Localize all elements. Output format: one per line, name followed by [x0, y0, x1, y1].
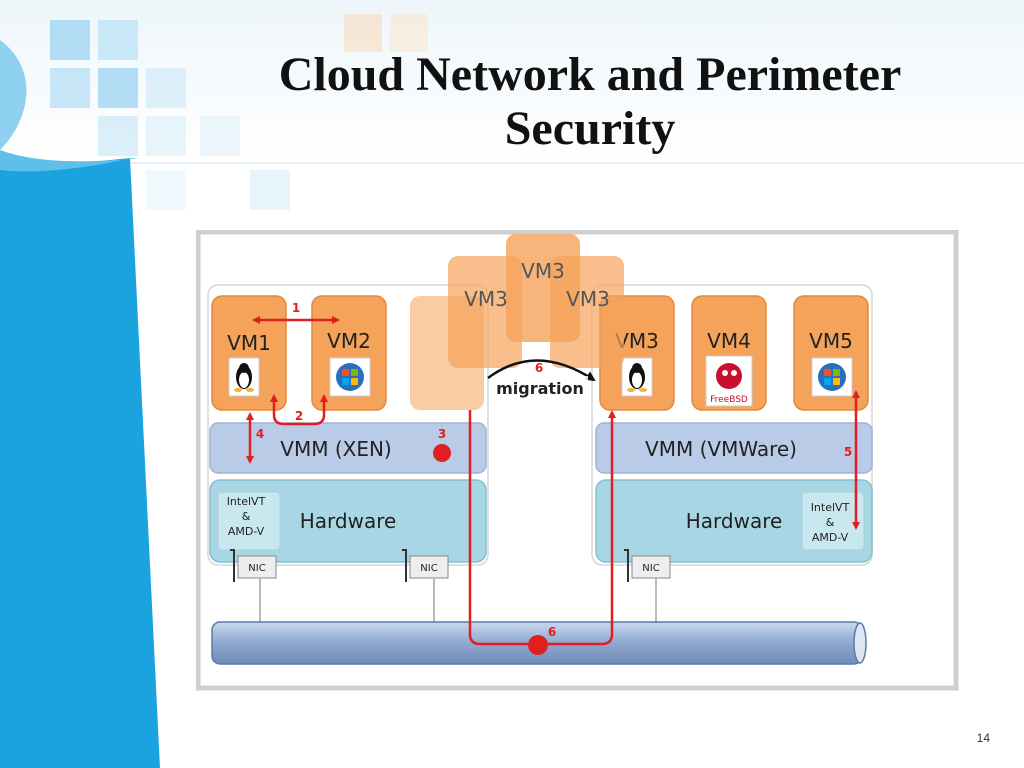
virtualization-migration-diagram: VM1 VM2: [196, 230, 959, 691]
left-nic-1: NIC: [230, 549, 277, 622]
step-6-label: 6: [535, 361, 543, 375]
step-3-label: 3: [438, 427, 446, 441]
vm4-box: VM4 FreeBSD: [691, 295, 767, 411]
vmm-vmware-label: VMM (VMWare): [645, 437, 797, 461]
vm1-label: VM1: [227, 331, 271, 355]
right-cpu-ext-line-1: IntelVT: [811, 501, 850, 514]
ghost-vm3-c: VM3: [566, 287, 610, 311]
freebsd-logo-icon: FreeBSD: [710, 363, 748, 405]
right-cpu-ext-line-2: &: [826, 516, 835, 529]
left-nic-2-label: NIC: [420, 563, 437, 574]
vm5-box: VM5: [793, 295, 869, 411]
title-line-2: Security: [504, 102, 676, 155]
vm2-box: VM2: [311, 295, 387, 411]
step-2-label: 2: [295, 409, 303, 423]
ghost-vm3-b: VM3: [521, 259, 565, 283]
step-2-arrow: 2: [270, 394, 328, 426]
vm1-box: VM1: [211, 295, 287, 411]
vm5-label: VM5: [809, 329, 853, 353]
left-nic-2: NIC: [402, 549, 449, 622]
step-3-marker: 3: [433, 427, 451, 462]
right-nic-1-label: NIC: [642, 563, 659, 574]
windows-logo-icon-right: [818, 363, 846, 391]
step-5-arrow: 5: [844, 390, 860, 530]
linux-tux-icon: [234, 363, 254, 392]
migration-label: migration: [496, 379, 584, 398]
step-1-arrow: 1: [252, 301, 340, 324]
title-line-1: Cloud Network and Perimeter: [278, 48, 902, 101]
left-nic-1-label: NIC: [248, 563, 265, 574]
left-cpu-ext-line-1: IntelVT: [227, 495, 266, 508]
step-6-bus-label: 6: [548, 625, 556, 639]
migration-arrow: 6 migration: [487, 359, 596, 400]
vm2-label: VM2: [327, 329, 371, 353]
page-number: 14: [976, 731, 990, 745]
vm4-label: VM4: [707, 329, 751, 353]
right-cpu-ext-line-3: AMD-V: [812, 531, 849, 544]
ghost-vm3-a: VM3: [464, 287, 508, 311]
right-nic-1: NIC: [624, 549, 671, 622]
left-hardware-layer: IntelVT & AMD-V Hardware: [209, 479, 487, 563]
right-hardware-label: Hardware: [686, 509, 783, 533]
linux-tux-icon-right: [627, 363, 647, 392]
windows-logo-icon: [336, 363, 364, 391]
step-4-arrow: 4: [246, 412, 264, 464]
vmm-xen-layer: VMM (XEN): [209, 422, 487, 474]
step-4-label: 4: [256, 427, 264, 441]
right-hardware-layer: Hardware IntelVT & AMD-V: [595, 479, 873, 563]
vmm-xen-label: VMM (XEN): [280, 437, 391, 461]
migrating-vm-ghosts: VM3 VM3 VM3: [448, 234, 624, 368]
step-6-migration-path: 6: [468, 410, 616, 655]
right-host: VM3 VM4 FreeBSD VM5: [591, 284, 873, 622]
left-cpu-ext-line-3: AMD-V: [228, 525, 265, 538]
step-5-label: 5: [844, 445, 852, 459]
left-hardware-label: Hardware: [300, 509, 397, 533]
freebsd-label: FreeBSD: [710, 395, 748, 405]
vmm-vmware-layer: VMM (VMWare): [595, 422, 873, 474]
slide-title: Cloud Network and Perimeter Security: [160, 48, 1020, 156]
step-1-label: 1: [292, 301, 300, 315]
left-cpu-ext-line-2: &: [242, 510, 251, 523]
